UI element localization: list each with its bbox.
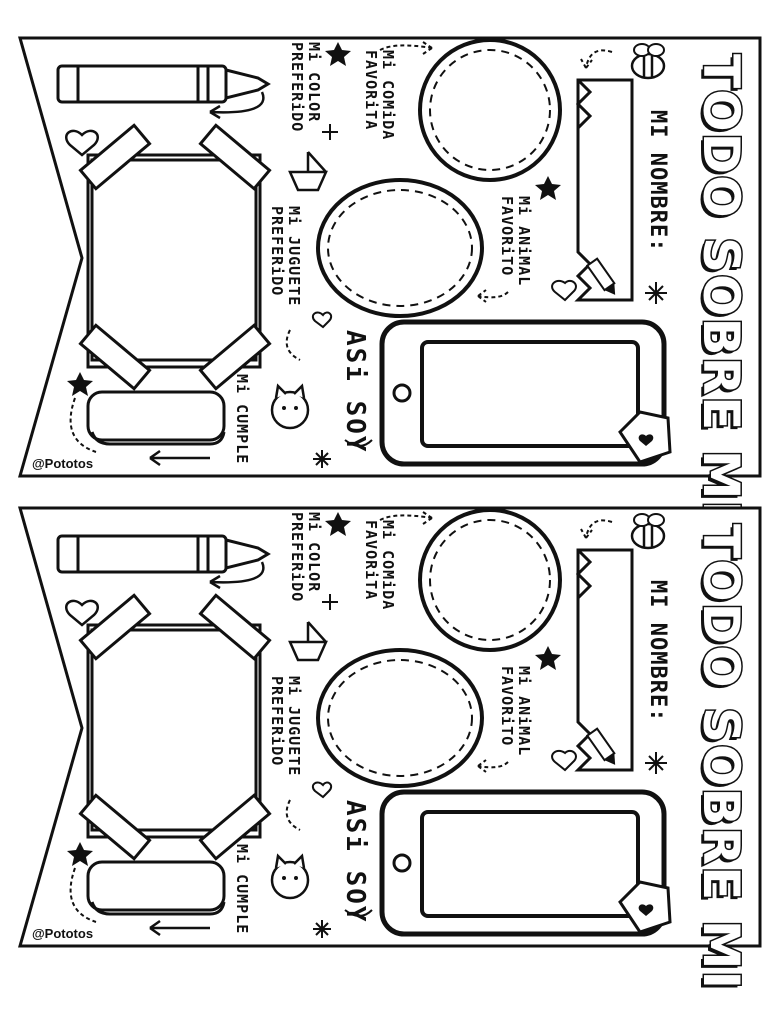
- arrow-icon: [149, 449, 210, 467]
- heart-icon: [311, 311, 333, 329]
- bee-icon: [630, 513, 666, 550]
- pencil-icon: [585, 727, 616, 765]
- name-label: MI NOMBRE:: [645, 110, 670, 253]
- arrow-icon: [477, 759, 509, 773]
- arrow-icon: [379, 41, 433, 55]
- name-strip: [574, 548, 634, 772]
- heart-icon: [311, 781, 333, 799]
- heart-icon: [551, 279, 577, 302]
- crayon-icon: [56, 534, 271, 590]
- sparkle-icon: [322, 594, 338, 610]
- sparkle-icon: [322, 124, 338, 140]
- self-label: ASi SOY: [340, 330, 370, 454]
- star-icon: [325, 42, 351, 66]
- star-icon: [67, 372, 93, 396]
- photo-frame: [86, 623, 262, 839]
- tape-icon: [78, 593, 272, 861]
- arrow-icon: [379, 511, 433, 525]
- star-icon: [325, 512, 351, 536]
- birthday-label: Mi CUMPLE: [233, 844, 251, 935]
- arrow-icon: [69, 867, 97, 923]
- arrow-icon: [69, 397, 97, 453]
- sparkle-icon: [313, 450, 331, 468]
- heart-icon: [65, 129, 99, 157]
- photo-frame: [86, 153, 262, 369]
- heart-icon: [65, 599, 99, 627]
- credit-handle: @Pototos: [32, 456, 94, 471]
- cat-icon: [270, 853, 310, 900]
- sparkle-icon: [313, 920, 331, 938]
- page-title: TODO SOBRE MI: [691, 523, 752, 992]
- tape-icon: [78, 123, 272, 391]
- birthday-box: [86, 390, 226, 446]
- birthday-label: Mi CUMPLE: [233, 374, 251, 465]
- sparkle-icon: [645, 752, 667, 774]
- pencil-icon: [585, 257, 616, 295]
- name-strip: [574, 78, 634, 302]
- arrow-icon: [477, 289, 509, 303]
- cat-icon: [270, 383, 310, 430]
- arrow-icon: [285, 799, 301, 831]
- paper-boat-icon: [288, 151, 328, 192]
- birthday-box: [86, 860, 226, 916]
- crayon-icon: [56, 64, 271, 120]
- food-circle: [418, 508, 562, 652]
- star-icon: [67, 842, 93, 866]
- animal-circle: [316, 648, 484, 788]
- arrow-icon: [580, 49, 613, 69]
- arrow-icon: [285, 329, 301, 361]
- page-title: TODO SOBRE MI: [691, 53, 752, 522]
- food-circle: [418, 38, 562, 182]
- self-label: ASi SOY: [340, 800, 370, 924]
- star-icon: [535, 176, 561, 200]
- sparkle-icon: [645, 282, 667, 304]
- name-label: MI NOMBRE:: [645, 580, 670, 723]
- arrow-icon: [344, 439, 373, 447]
- arrow-icon: [344, 909, 373, 917]
- animal-circle: [316, 178, 484, 318]
- arrow-icon: [149, 919, 210, 937]
- banner-artwork: [18, 36, 762, 478]
- credit-handle: @Pototos: [32, 926, 94, 941]
- banner-artwork: [18, 506, 762, 948]
- arrow-icon: [580, 519, 613, 539]
- bee-icon: [630, 43, 666, 80]
- phone-icon: [379, 319, 672, 467]
- paper-boat-icon: [288, 621, 328, 662]
- phone-icon: [379, 789, 672, 937]
- star-icon: [535, 646, 561, 670]
- heart-icon: [551, 749, 577, 772]
